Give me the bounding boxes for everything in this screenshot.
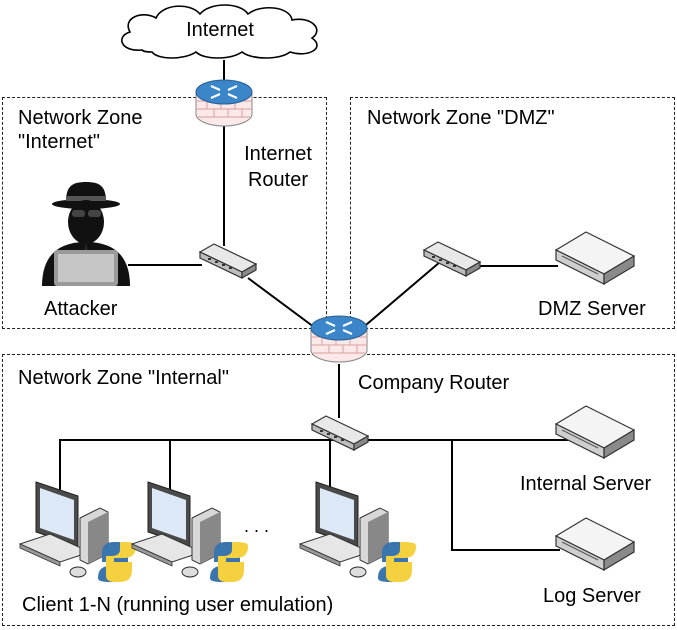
company-router-icon — [310, 315, 368, 363]
internal-server-icon — [554, 405, 636, 460]
internet-router-label-line1: Internet — [244, 143, 312, 165]
client-n-icon — [298, 481, 416, 582]
zone-internet-label-line2: "Internet" — [18, 131, 101, 153]
zone-internet-label: Network Zone "Internet" — [18, 106, 143, 154]
zone-internet — [2, 97, 327, 329]
zone-internal-label: Network Zone "Internal" — [18, 367, 229, 389]
client-1-icon — [18, 481, 136, 582]
zone-dmz — [350, 97, 675, 329]
switch-internet-icon — [198, 243, 258, 280]
internet-router-icon — [195, 79, 253, 127]
internal-server-label: Internal Server — [520, 473, 652, 495]
switch-dmz-icon — [422, 241, 482, 278]
internet-router-label: Internet Router — [232, 142, 324, 192]
dmz-server-icon — [554, 231, 636, 286]
internet-label: Internet — [186, 19, 254, 41]
switch-internal-icon — [310, 415, 370, 452]
log-server-icon — [554, 517, 636, 572]
company-router-label: Company Router — [358, 372, 510, 394]
dmz-server-label: DMZ Server — [538, 298, 646, 320]
client-2-icon — [130, 481, 248, 582]
clients-ellipsis: . . . — [244, 516, 270, 536]
zone-dmz-label: Network Zone "DMZ" — [367, 107, 555, 129]
internet-router-label-line2: Router — [247, 169, 309, 191]
log-server-label: Log Server — [543, 585, 641, 607]
attacker-icon — [42, 182, 130, 286]
internet-cloud-icon — [121, 4, 318, 59]
clients-label: Client 1-N (running user emulation) — [22, 594, 334, 616]
attacker-label: Attacker — [44, 298, 118, 320]
zone-internet-label-line1: Network Zone — [18, 107, 143, 129]
